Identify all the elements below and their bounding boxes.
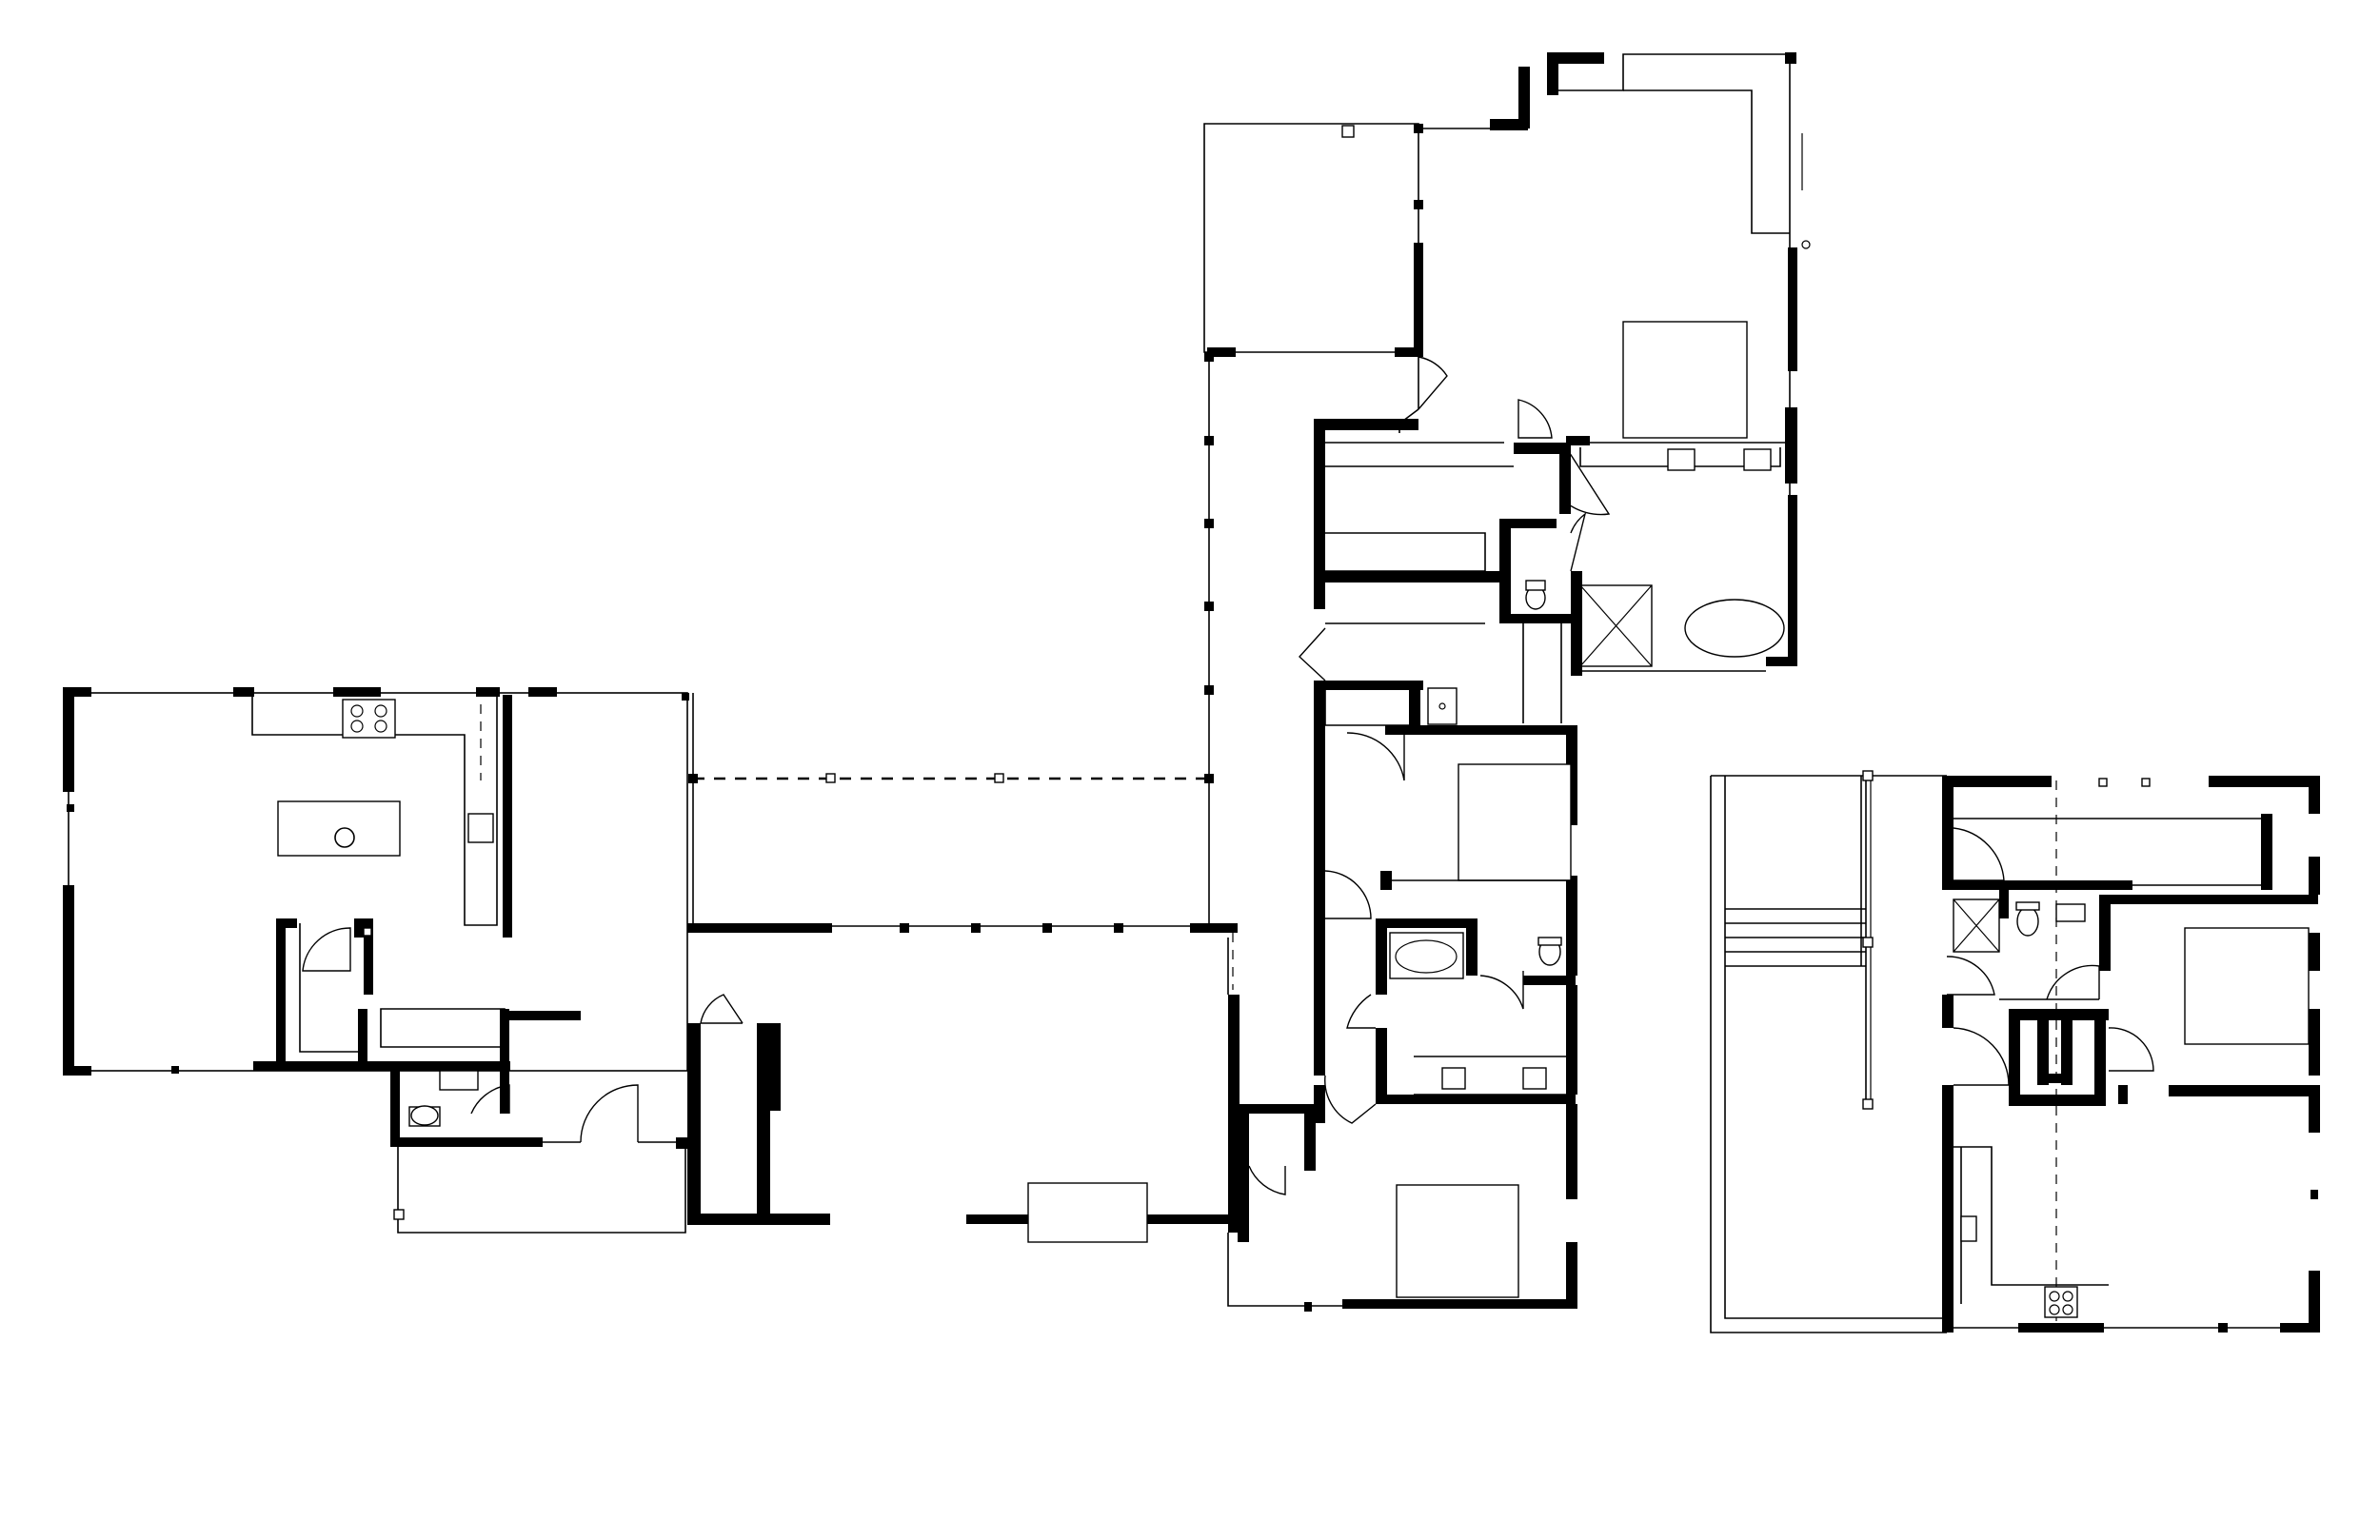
guest-bed: [2184, 927, 2310, 1045]
bathtub-2: [1389, 932, 1464, 979]
wall: [233, 687, 254, 697]
west-wing: [63, 687, 689, 1234]
guest-cooktop: [2044, 1286, 2078, 1318]
wall: [63, 687, 91, 697]
great-room: [687, 933, 1240, 1243]
bedroom-wing: [1227, 681, 1577, 1312]
wall: [63, 1066, 91, 1076]
north-wing: [1203, 52, 1811, 723]
bedroom-3-bed: [1396, 1184, 1519, 1298]
guest-house: [1710, 770, 2320, 1333]
wall: [333, 687, 381, 697]
bathtub: [1684, 599, 1785, 658]
wall: [503, 695, 512, 938]
wall: [476, 687, 500, 697]
kitchen-sink: [467, 813, 494, 843]
west-wing-outline: [68, 692, 688, 1072]
kitchen-island: [277, 800, 401, 857]
bedroom-2-bed: [1458, 763, 1572, 881]
wall: [528, 687, 557, 697]
master-bed: [1622, 321, 1748, 439]
cooktop: [342, 699, 396, 739]
kitchen-counter: [251, 697, 498, 926]
wall: [63, 885, 74, 1076]
dining-table: [1027, 1182, 1148, 1243]
wall: [63, 687, 74, 792]
central-link: [687, 352, 1238, 933]
